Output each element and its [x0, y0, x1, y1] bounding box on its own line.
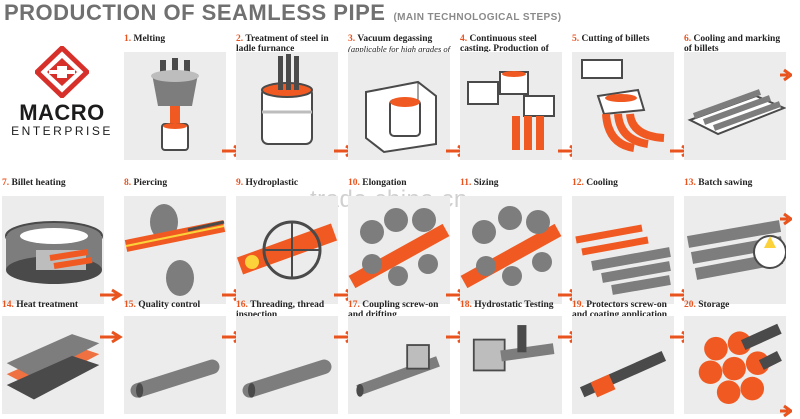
logo-brand: MACRO: [19, 100, 105, 125]
step-number: 9.: [236, 178, 244, 188]
step-title: Threading, thread inspection: [236, 300, 325, 320]
step-arrow-icon: [98, 330, 124, 344]
row-end-arrow-icon: [780, 212, 792, 226]
step-title: Sizing: [473, 178, 499, 188]
step-label: 15. Quality control: [124, 300, 228, 310]
step-arrow-icon: [98, 288, 124, 302]
step-illustration-19: [572, 316, 674, 414]
step-number: 12.: [572, 178, 584, 188]
step-title: Coupling screw-on and drifting: [348, 300, 439, 320]
step-title: Heat treatment: [16, 300, 79, 310]
step-title: Piercing: [133, 178, 168, 188]
step-illustration-10: [348, 196, 450, 304]
step-title: Protectors screw-on and coating applicat…: [572, 300, 668, 320]
step-title: Hydroplastic: [245, 178, 299, 188]
step-label: 13. Batch sawing: [684, 178, 788, 188]
step-illustration-18: [460, 316, 562, 414]
step-illustration-1: [124, 52, 226, 160]
step-title: Cutting of billets: [581, 34, 650, 44]
row-end-arrow-icon: [780, 68, 792, 82]
step-number: 2.: [236, 34, 244, 44]
row-end-arrow-icon: [780, 404, 792, 418]
step-illustration-20: [684, 316, 786, 414]
page-title: PRODUCTION OF SEAMLESS PIPE: [4, 0, 386, 25]
step-number: 13.: [684, 178, 696, 188]
step-number: 14.: [2, 300, 14, 310]
step-label: 20. Storage: [684, 300, 788, 310]
step-label: 7. Billet heating: [2, 178, 106, 188]
step-illustration-11: [460, 196, 562, 304]
step-label: 1. Melting: [124, 34, 228, 44]
step-label: 8. Piercing: [124, 178, 228, 188]
step-title: Hydrostatic Testing: [474, 300, 554, 310]
step-title: Batch sawing: [698, 178, 753, 188]
step-label: 11. Sizing: [460, 178, 564, 188]
step-illustration-17: [348, 316, 450, 414]
step-illustration-15: [124, 316, 226, 414]
step-illustration-8: [124, 196, 226, 304]
step-title: Treatment of steel in ladle furnance: [236, 34, 329, 54]
step-label: 19. Protectors screw-on and coating appl…: [572, 300, 676, 320]
step-number: 8.: [124, 178, 132, 188]
step-number: 6.: [684, 34, 692, 44]
step-number: 17.: [348, 300, 360, 310]
step-number: 15.: [124, 300, 136, 310]
step-title: Cooling: [586, 178, 618, 188]
step-number: 19.: [572, 300, 584, 310]
step-number: 18.: [460, 300, 472, 310]
step-illustration-14: [2, 316, 104, 414]
step-number: 4.: [460, 34, 468, 44]
step-label: 6. Cooling and marking of billets: [684, 34, 788, 54]
step-label: 16. Threading, thread inspection: [236, 300, 340, 320]
step-title: Storage: [698, 300, 730, 310]
step-title: Vacuum degassing: [357, 34, 433, 44]
step-label: 14. Heat treatment: [2, 300, 106, 310]
page-header: PRODUCTION OF SEAMLESS PIPE (MAIN TECHNO…: [4, 0, 794, 25]
step-number: 7.: [2, 178, 10, 188]
step-title: Cooling and marking of billets: [684, 34, 781, 54]
macro-logo-mark-icon: [35, 46, 89, 98]
step-title: Billet heating: [11, 178, 66, 188]
step-label: 17. Coupling screw-on and drifting: [348, 300, 452, 320]
step-label: 10. Elongation: [348, 178, 452, 188]
step-number: 10.: [348, 178, 360, 188]
step-illustration-7: [2, 196, 104, 304]
step-number: 5.: [572, 34, 580, 44]
company-logo: MACRO ENTERPRISE: [6, 46, 118, 146]
step-label: 2. Treatment of steel in ladle furnance: [236, 34, 340, 54]
step-illustration-9: [236, 196, 338, 304]
step-title: Quality control: [138, 300, 201, 310]
step-illustration-3: [348, 52, 450, 160]
step-number: 20.: [684, 300, 696, 310]
step-label: 9. Hydroplastic: [236, 178, 340, 188]
step-title: Melting: [133, 34, 166, 44]
step-illustration-6: [684, 52, 786, 160]
step-number: 16.: [236, 300, 248, 310]
page-subtitle: (MAIN TECHNOLOGICAL STEPS): [393, 12, 562, 23]
logo-sub: ENTERPRISE: [11, 124, 113, 138]
step-number: 3.: [348, 34, 356, 44]
step-number: 1.: [124, 34, 132, 44]
step-number: 11.: [460, 178, 472, 188]
step-illustration-13: [684, 196, 786, 304]
step-illustration-12: [572, 196, 674, 304]
step-label: 18. Hydrostatic Testing: [460, 300, 564, 310]
step-label: 12. Cooling: [572, 178, 676, 188]
step-illustration-5: [572, 52, 674, 160]
step-title: Elongation: [362, 178, 407, 188]
step-illustration-4: [460, 52, 562, 160]
step-illustration-16: [236, 316, 338, 414]
step-label: 5. Cutting of billets: [572, 34, 676, 44]
step-illustration-2: [236, 52, 338, 160]
